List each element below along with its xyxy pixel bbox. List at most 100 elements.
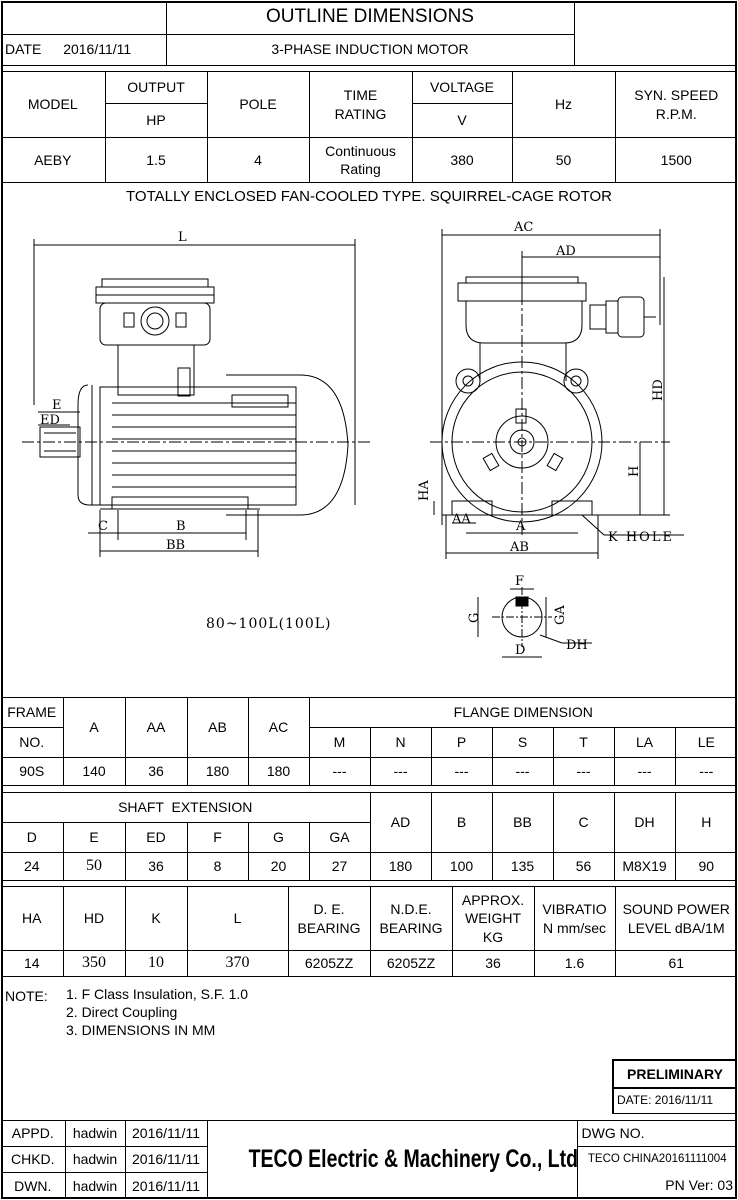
dwn-name: hadwin [64,1172,126,1199]
time-rating-value: Continuous Rating [308,137,413,183]
date-label: DATE [5,41,42,58]
ha-value: 14 [1,950,64,977]
voltage-value: 380 [411,137,513,183]
c-value: 56 [552,852,615,881]
flange-col-le: LE [674,727,738,758]
hz-value: 50 [511,137,616,183]
note-item-1: 1. F Class Insulation, S.F. 1.0 [66,986,249,1002]
e-header: E [62,822,126,853]
flange-le-value: --- [674,757,738,786]
hz-header: Hz [511,71,616,138]
dwn-label: DWN. [1,1172,66,1199]
ab-value: 180 [186,757,249,786]
aa-header: AA [124,697,188,758]
model-value: AEBY [1,137,106,183]
dim-label-g: G [467,613,482,623]
shaft-table: SHAFT EXTENSION AD B BB C DH H D E ED F … [1,792,738,881]
dim-label-hd: HD [651,379,666,401]
flange-t-value: --- [552,757,615,786]
appd-label: APPD. [1,1120,66,1147]
ad-header: AD [369,792,432,853]
dim-label-ed: ED [40,413,60,428]
h-value: 90 [674,852,738,881]
h-header: H [674,792,738,853]
frame-no-value: 90S [1,757,64,786]
dim-label-h: H [627,466,642,477]
company-name: TECO Electric & Machinery Co., Ltd. [248,1145,577,1174]
l-header: L [186,886,289,951]
vibration-header: VIBRATIO N mm/sec [533,886,616,951]
dim-label-aa: AA [451,512,471,527]
dim-label-bb: BB [166,538,185,553]
note-item-3: 3. DIMENSIONS IN MM [66,1022,216,1038]
notes-label: NOTE: [5,988,48,1004]
flange-m-value: --- [308,757,371,786]
voltage-header: VOLTAGE [411,71,513,104]
dim-label-l: L [178,230,187,245]
shaft-extension-header: SHAFT EXTENSION [1,792,371,823]
frame-table: FRAME A AA AB AC FLANGE DIMENSION NO. M … [1,697,738,786]
pole-value: 4 [206,137,310,183]
ga-value: 27 [308,852,371,881]
a-value: 140 [62,757,126,786]
d-value: 24 [1,852,64,881]
header-title: OUTLINE DIMENSIONS [165,1,575,35]
dim-label-ga: GA [553,605,568,625]
output-unit: HP [104,103,208,138]
aa-value: 36 [124,757,188,786]
header-subtitle: 3-PHASE INDUCTION MOTOR [165,33,575,66]
sound-power-header: SOUND POWER LEVEL dBA/1M [614,886,737,951]
dim-label-d: D [515,643,525,658]
flange-col-p: P [430,727,493,758]
k-header: K [124,886,188,951]
flange-header: FLANGE DIMENSION [308,697,738,728]
flange-la-value: --- [613,757,676,786]
dim-label-ac: AC [513,220,533,235]
dim-label-e: E [52,398,62,413]
output-value: 1.5 [104,137,208,183]
dim-label-a: A [515,519,526,534]
g-header: G [247,822,310,853]
frame-range-label: 80~100L(100L) [206,616,332,632]
voltage-unit: V [411,103,513,138]
c-header: C [552,792,615,853]
chkd-date: 2016/11/11 [124,1146,208,1173]
l-value: 370 [186,950,289,977]
company-name-cell: TECO Electric & Machinery Co., Ltd. [206,1120,578,1199]
flange-col-t: T [552,727,615,758]
title-block: APPD. hadwin 2016/11/11 TECO Electric & … [1,1120,737,1199]
nde-bearing-value: 6205ZZ [369,950,453,977]
sound-power-value: 61 [614,950,737,977]
chkd-label: CHKD. [1,1146,66,1173]
frame-header: FRAME [1,697,64,728]
k-value: 10 [124,950,188,977]
d-header: D [1,822,64,853]
output-header: OUTPUT [104,71,208,104]
dim-label-f: F [515,574,524,589]
dim-label-c: C [98,519,108,534]
preliminary-date: DATE: 2016/11/11 [612,1087,736,1114]
syn-speed-value: 1500 [614,137,737,183]
ad-value: 180 [369,852,432,881]
dwn-date: 2016/11/11 [124,1172,208,1199]
appd-date: 2016/11/11 [124,1120,208,1147]
dim-label-ha: HA [417,480,432,501]
note-item-2: 2. Direct Coupling [66,1004,178,1020]
date-value: 2016/11/11 [63,41,132,58]
time-rating-header: TIME RATING [308,71,413,138]
pn-ver: PN Ver: 03 [576,1172,737,1199]
flange-n-value: --- [369,757,432,786]
appd-name: hadwin [64,1120,126,1147]
flange-col-s: S [491,727,554,758]
ha-header: HA [1,886,64,951]
a-header: A [62,697,126,758]
chkd-name: hadwin [64,1146,126,1173]
b-value: 100 [430,852,493,881]
hd-value: 350 [62,950,126,977]
weight-value: 36 [451,950,535,977]
ac-header: AC [247,697,310,758]
pole-header: POLE [206,71,310,138]
de-bearing-value: 6205ZZ [287,950,371,977]
flange-p-value: --- [430,757,493,786]
